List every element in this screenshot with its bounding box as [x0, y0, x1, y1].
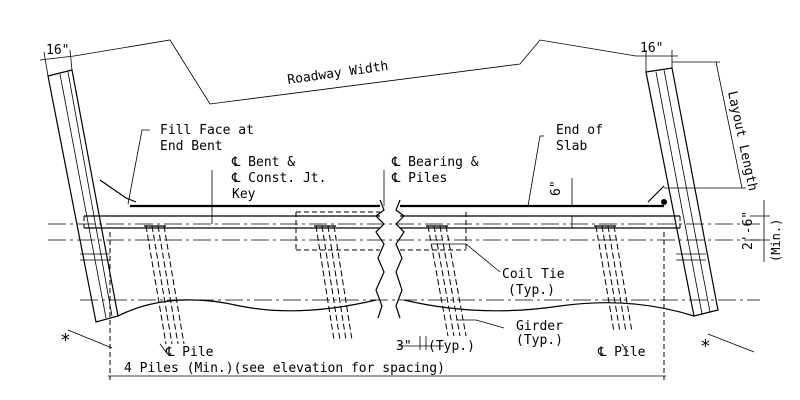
bent-const-line-3: Key: [232, 187, 256, 202]
right-wingwall: [645, 67, 719, 317]
girder-line-2: (Typ.): [516, 333, 563, 348]
bearing-point-marker: [661, 199, 667, 205]
pile-3: [426, 225, 467, 337]
dim-16-right-label: 16": [640, 41, 663, 56]
roadway-width-label: Roadway Width: [286, 59, 389, 88]
leaders: [67, 129, 770, 377]
dim-16-left-label: 16": [46, 43, 69, 58]
dim-2-6-label: 2'-6": [741, 211, 756, 250]
top-dimensions: [39, 39, 746, 189]
layout-line-1: Layout Length: [724, 90, 760, 193]
min-label: (Min.): [769, 219, 783, 262]
end-of-slab-line-2: Slab: [556, 139, 587, 154]
layout-label: Layout Length: [724, 90, 760, 193]
cap-bottom-break: [117, 299, 695, 317]
bent-const-line-2: ℄ Const. Jt.: [231, 171, 326, 186]
left-wingwall: [47, 69, 137, 323]
end-of-slab-line-1: End of: [556, 123, 603, 138]
pile-1: [144, 225, 185, 345]
dim-3-label: 3": [396, 339, 412, 354]
centerlines: [48, 223, 760, 380]
dim-6-label: 6": [549, 180, 564, 196]
piles-min-label: 4 Piles (Min.)(see elevation for spacing…: [124, 361, 445, 376]
girder-line-1: Girder: [516, 319, 563, 334]
typ-label: (Typ.): [428, 339, 475, 354]
coil-tie-line-2: (Typ.): [508, 283, 555, 298]
pile-4: [594, 225, 633, 333]
bearing-piles-line-2: ℄ Piles: [391, 171, 447, 186]
asterisk-right: *: [700, 336, 711, 357]
piles: [144, 225, 633, 345]
pile-2: [314, 225, 353, 341]
bearing-piles-line-1: ℄ Bearing &: [391, 155, 479, 170]
fill-face-line-1: Fill Face at: [160, 123, 254, 138]
fill-face-line-2: End Bent: [160, 139, 223, 154]
bent-const-line-1: ℄ Bent &: [231, 155, 295, 170]
coil-tie-line-1: Coil Tie: [502, 267, 565, 282]
pile-left-label: ℄ Pile: [165, 345, 214, 360]
pile-right-label: ℄ Pile: [597, 345, 646, 360]
asterisk-left: *: [60, 330, 71, 351]
